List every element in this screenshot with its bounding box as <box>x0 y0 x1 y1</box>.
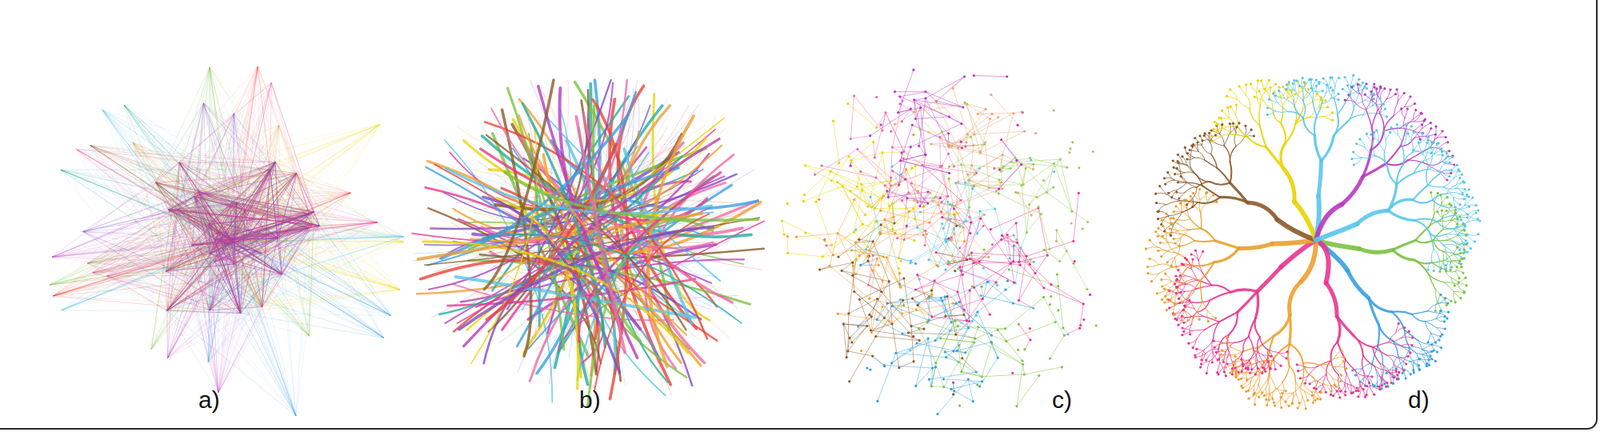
graph-edge <box>60 169 271 170</box>
hairball-graph <box>49 66 404 416</box>
graph-edge <box>209 67 210 311</box>
graph-edge <box>240 313 296 417</box>
graph-edge <box>240 313 392 316</box>
graph-edge <box>240 313 384 339</box>
graph-edge <box>92 272 168 311</box>
graph-edge <box>319 124 380 227</box>
graph-edge <box>269 82 272 170</box>
